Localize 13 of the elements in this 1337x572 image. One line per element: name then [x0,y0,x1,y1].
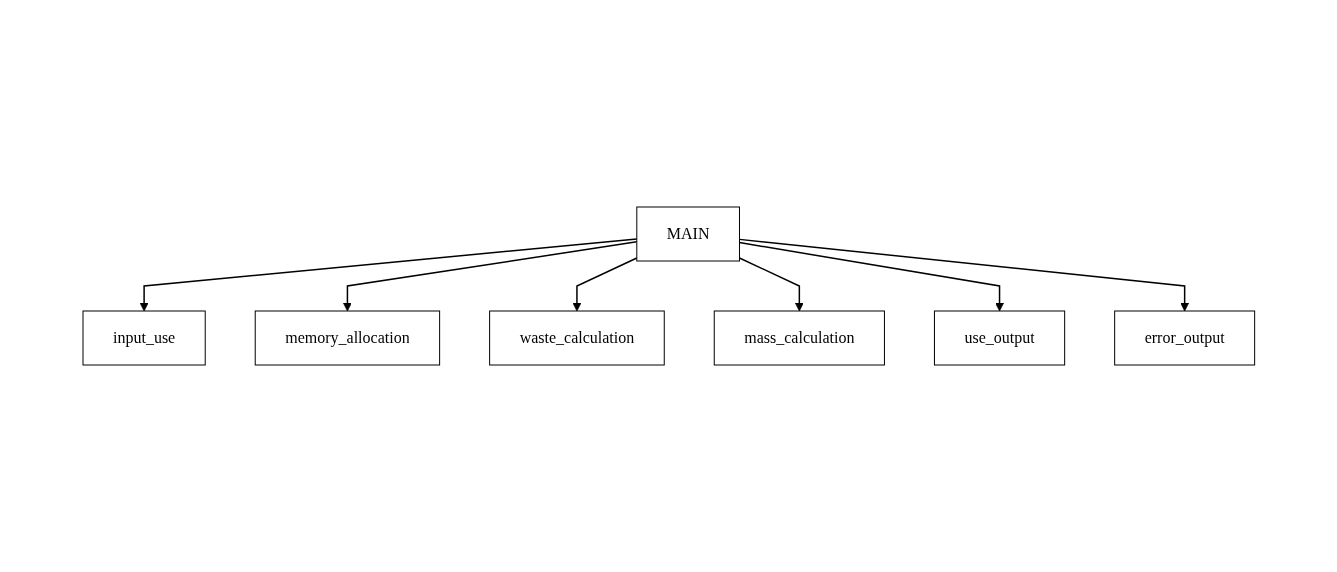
arrow [738,241,1004,312]
node-box: use_output [933,310,1065,366]
arrow [139,238,638,312]
arrow [342,241,638,312]
node-box: error_output [1113,310,1255,366]
node-box: memory_allocation [254,310,440,366]
node-box: waste_calculation [488,310,665,366]
arrow [572,257,638,312]
node-box: input_use [82,310,206,366]
node-box: MAIN [636,206,740,262]
arrow [738,257,804,312]
arrow [738,238,1189,312]
node-box: mass_calculation [713,310,885,366]
